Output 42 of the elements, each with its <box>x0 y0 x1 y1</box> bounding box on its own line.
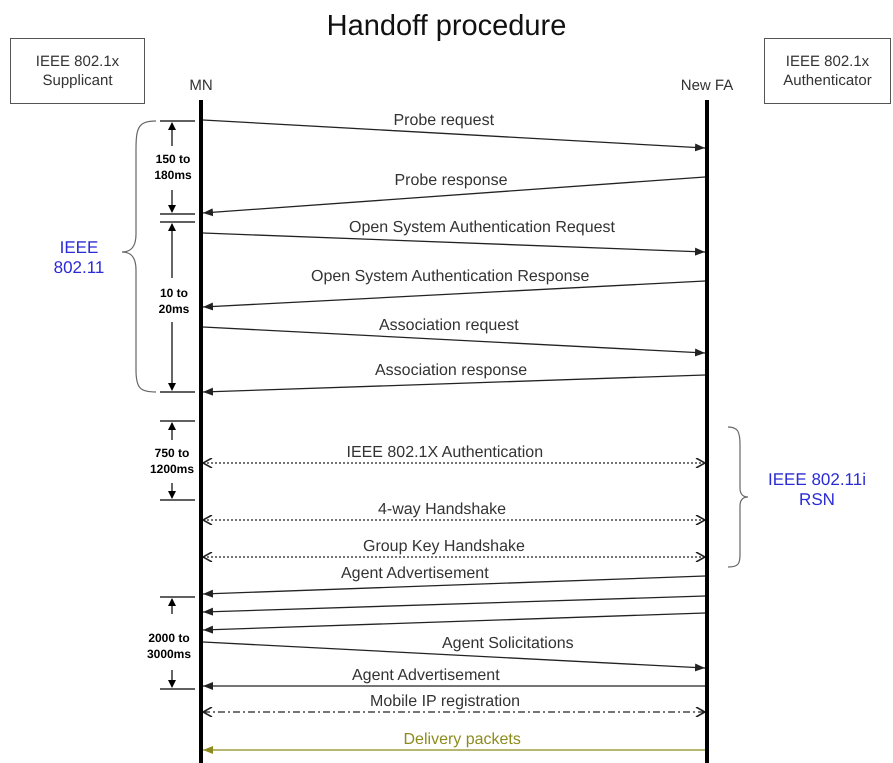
lifeline-label: MN <box>189 77 213 94</box>
message-arrow <box>202 280 706 310</box>
message-arrow <box>202 595 706 616</box>
lifeline-label: New FA <box>680 77 734 94</box>
title: Handoff procedure <box>326 10 568 43</box>
edge-label: Probe request <box>392 112 496 130</box>
duration-label: 150 to 180ms <box>153 151 193 183</box>
edge-label: Delivery packets <box>402 731 523 749</box>
role-label: IEEE 802.1x Authenticator <box>782 52 873 90</box>
standard-label: IEEE 802.11 <box>52 238 106 278</box>
message-arrow <box>202 232 706 256</box>
edge-label: Probe response <box>392 172 510 190</box>
message-arrow <box>203 682 705 690</box>
edge-label: Open System Authentication Request <box>347 219 617 238</box>
duration-label: 2000 to 3000ms <box>146 630 192 662</box>
message-arrow <box>203 746 705 754</box>
message-arrow <box>202 176 706 216</box>
message-arrow <box>202 575 706 598</box>
message-arrow <box>202 514 706 526</box>
edge-label: Association request <box>377 317 521 335</box>
role-box <box>10 38 145 104</box>
edge-label: Agent Solicitations <box>440 635 576 654</box>
edge-label: Agent Advertisement <box>350 667 502 685</box>
edge-label: Group Key Handshake <box>361 538 527 556</box>
message-arrow <box>202 706 706 718</box>
message-arrow <box>202 457 706 469</box>
duration-label: 10 to 20ms <box>158 285 190 317</box>
edge-label: Mobile IP registration <box>368 693 522 711</box>
message-arrow <box>202 612 706 634</box>
duration-label: 750 to 1200ms <box>148 445 196 477</box>
edge-label: Agent Advertisement <box>339 564 491 583</box>
edge-label: Association response <box>373 362 530 380</box>
message-arrow <box>202 641 706 672</box>
message-arrow <box>202 326 706 356</box>
edge-label: Open System Authentication Response <box>309 268 592 286</box>
message-arrow <box>202 119 706 152</box>
role-box <box>764 38 891 104</box>
message-arrow <box>202 374 706 396</box>
edge-label: 4-way Handshake <box>376 501 508 519</box>
role-label: IEEE 802.1x Supplicant <box>34 52 120 90</box>
standard-label: IEEE 802.11i RSN <box>767 470 867 510</box>
message-arrow <box>202 551 706 563</box>
